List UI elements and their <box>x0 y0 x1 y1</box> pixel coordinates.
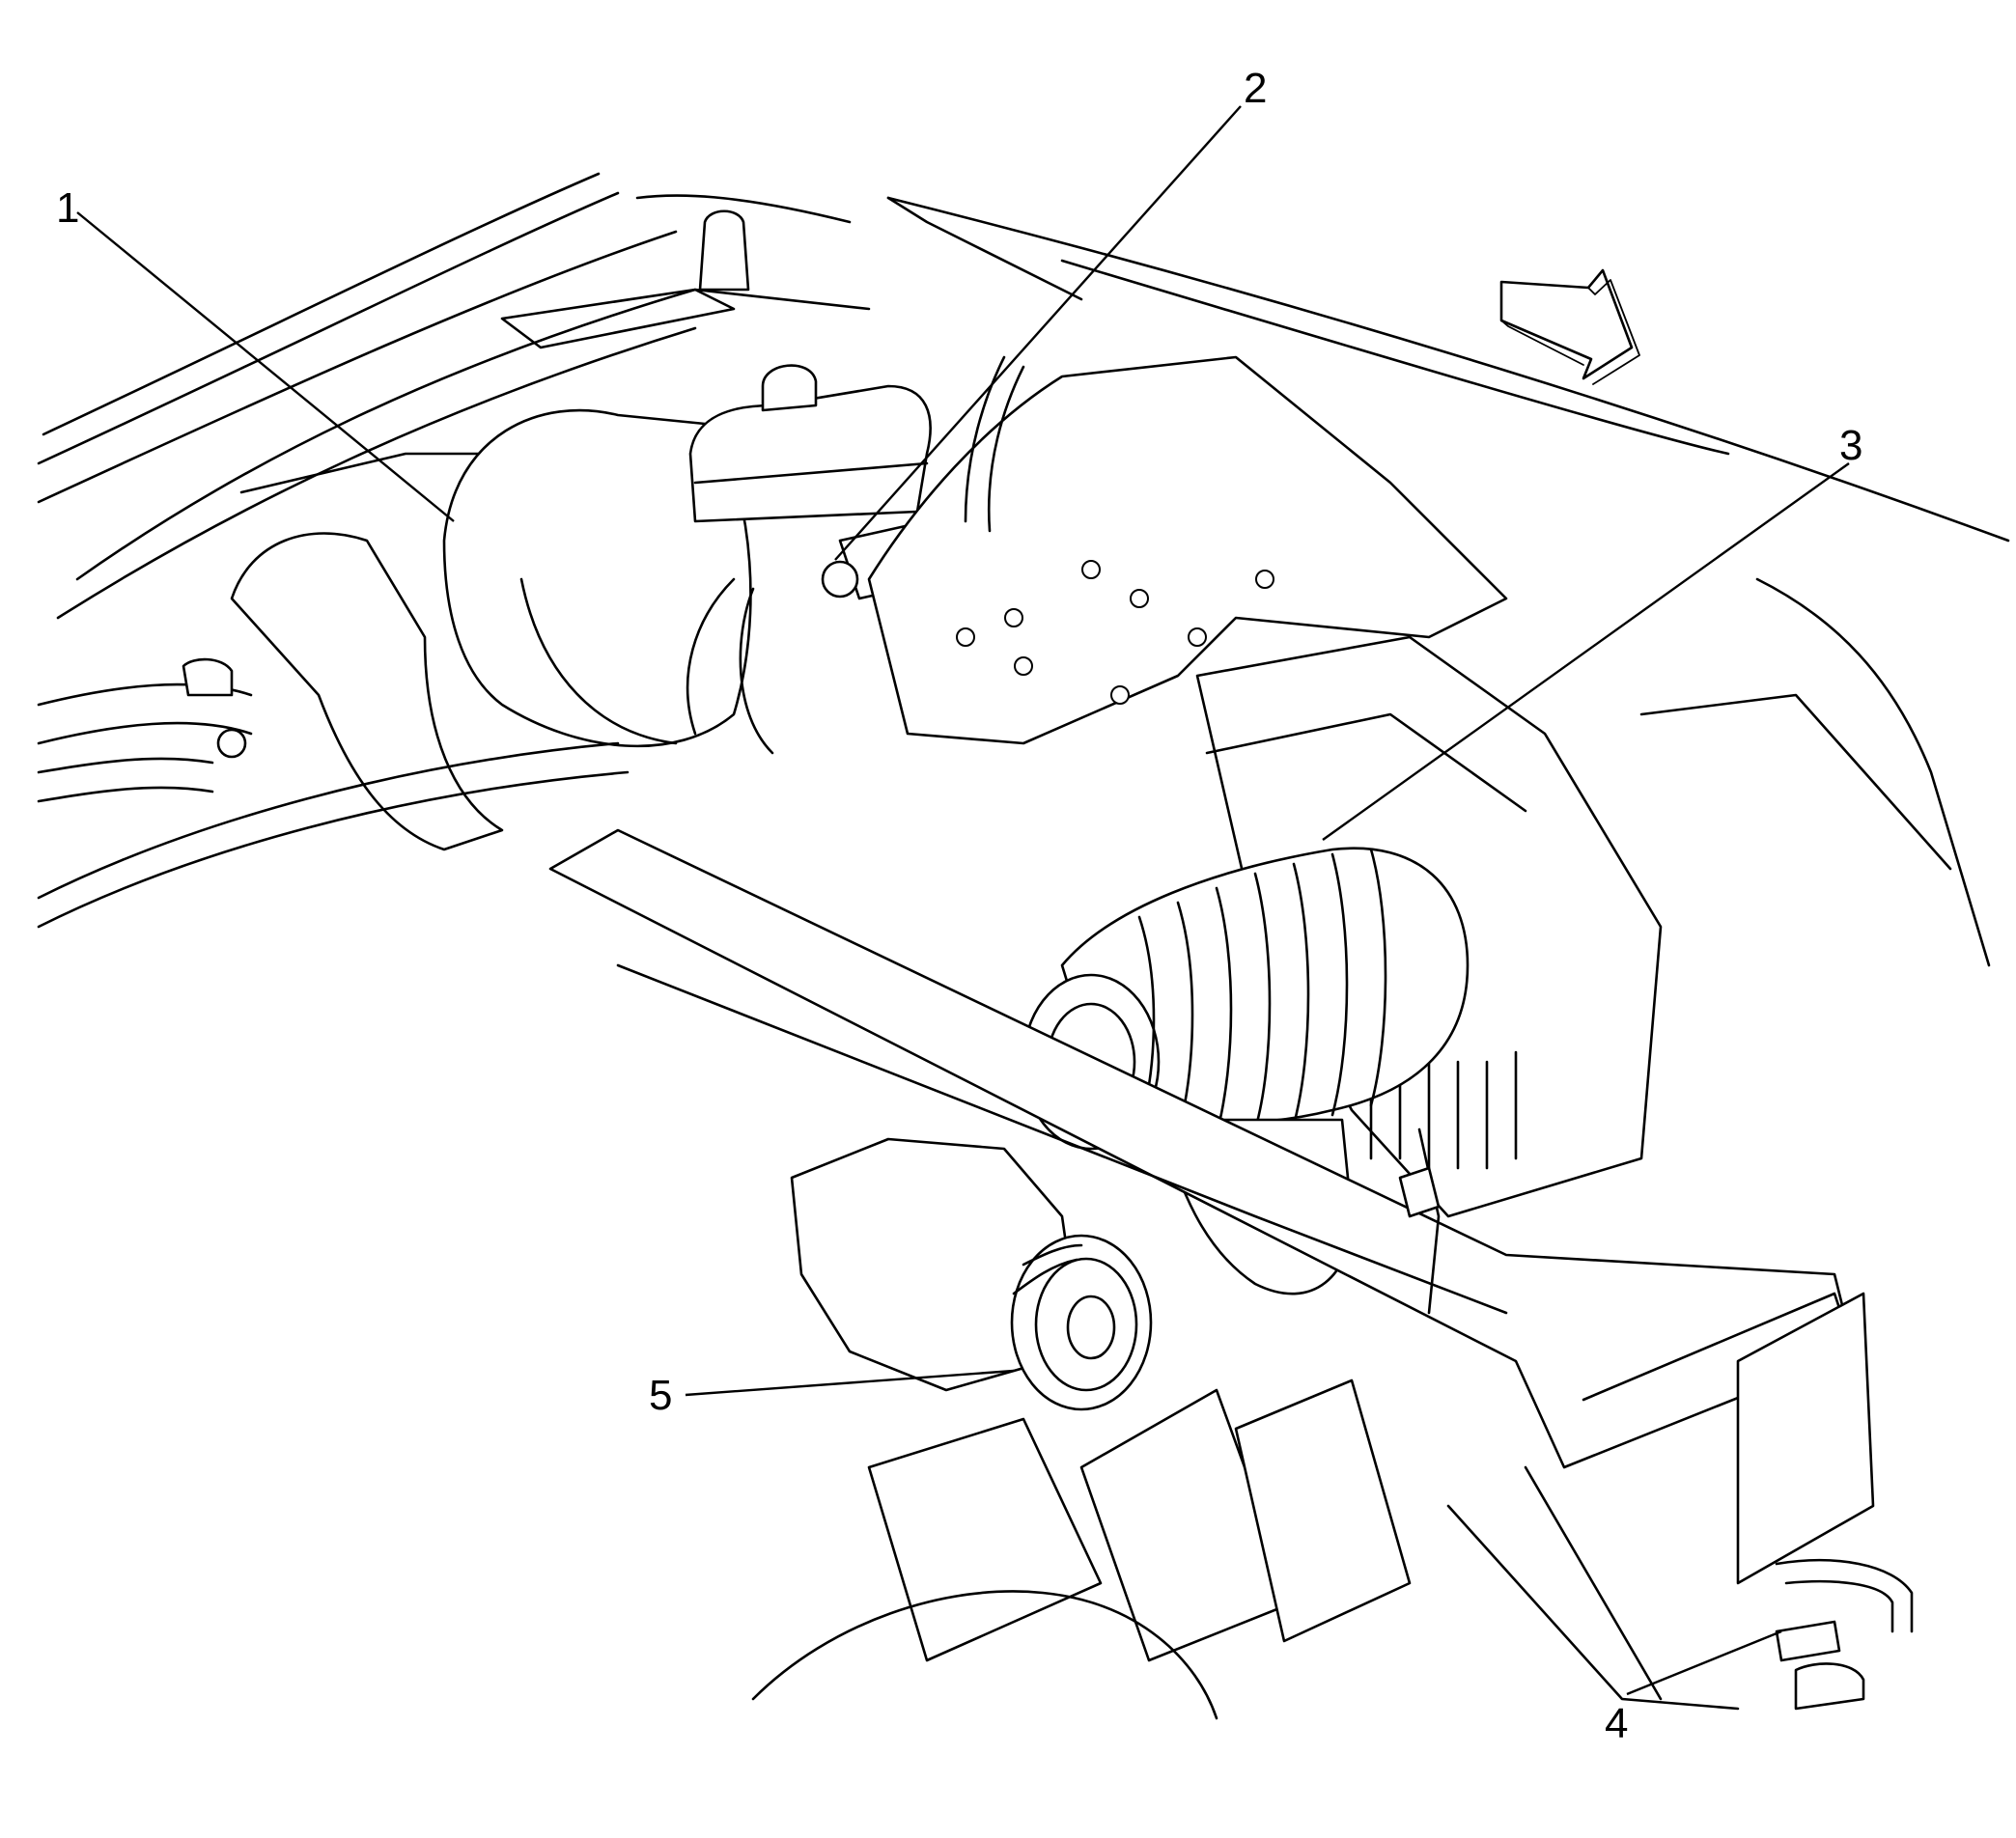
callout-label-1: 1 <box>56 184 79 232</box>
brake-booster <box>230 408 752 851</box>
leader-line-1 <box>76 211 455 522</box>
right-fender <box>1639 577 1991 967</box>
front-direction-arrow-icon <box>1499 268 1640 385</box>
ac-compressor <box>790 1137 1153 1411</box>
leader-line-4 <box>1626 1629 1782 1696</box>
cooling-fan <box>751 1378 1740 1720</box>
ac-lines <box>1398 1128 1914 1711</box>
leader-line-5 <box>685 1369 1015 1397</box>
callout-label-5: 5 <box>649 1372 672 1419</box>
callout-label-4: 4 <box>1605 1700 1628 1747</box>
callout-label-2: 2 <box>1244 65 1267 112</box>
leader-line-2 <box>834 105 1242 561</box>
callout-label-3: 3 <box>1839 422 1862 469</box>
leader-line-3 <box>1322 462 1850 841</box>
leader-lines <box>76 105 1850 1696</box>
engine-cover <box>867 355 1508 745</box>
radiator-support <box>548 828 1875 1585</box>
heater-hoses <box>37 657 630 929</box>
hood-outline <box>37 172 2010 543</box>
callout-labels: 1 2 3 4 5 <box>56 65 1862 1747</box>
